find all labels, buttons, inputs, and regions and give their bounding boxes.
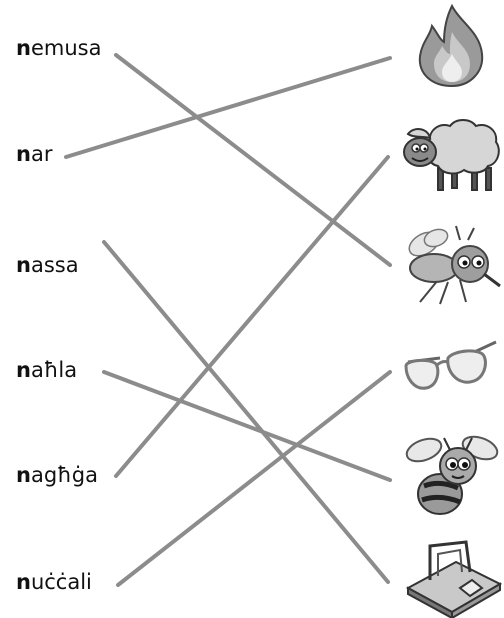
word-first-letter: n <box>16 142 31 166</box>
word-rest: uċċali <box>30 570 92 594</box>
word-first-letter: n <box>16 570 31 594</box>
word-naghga[interactable]: nagħġa <box>16 465 98 486</box>
word-nar[interactable]: nar <box>16 144 52 165</box>
glasses-icon[interactable] <box>400 332 504 418</box>
fire-icon[interactable] <box>400 2 504 88</box>
word-nahla[interactable]: naħla <box>16 360 77 381</box>
word-rest: emusa <box>30 36 102 60</box>
word-rest: assa <box>30 253 79 277</box>
match-line-nahla <box>102 370 392 482</box>
word-nemusa[interactable]: nemusa <box>16 38 101 59</box>
word-first-letter: n <box>16 253 31 277</box>
word-first-letter: n <box>16 36 31 60</box>
match-line-naghga <box>114 155 390 478</box>
match-line-nassa <box>102 240 390 584</box>
word-nassa[interactable]: nassa <box>16 255 79 276</box>
word-rest: aħla <box>30 358 78 382</box>
bee-icon[interactable] <box>400 432 504 518</box>
match-line-nuccali <box>116 370 392 587</box>
word-rest: ar <box>30 142 53 166</box>
word-first-letter: n <box>16 463 31 487</box>
word-nuccali[interactable]: nuċċali <box>16 572 92 593</box>
sheep-icon[interactable] <box>400 112 504 198</box>
match-line-nemusa <box>114 53 392 267</box>
mosquito-icon[interactable] <box>400 222 504 308</box>
word-rest: agħġa <box>30 463 98 487</box>
match-line-nar <box>64 56 392 159</box>
word-first-letter: n <box>16 358 31 382</box>
mousetrap-icon[interactable] <box>400 532 504 618</box>
